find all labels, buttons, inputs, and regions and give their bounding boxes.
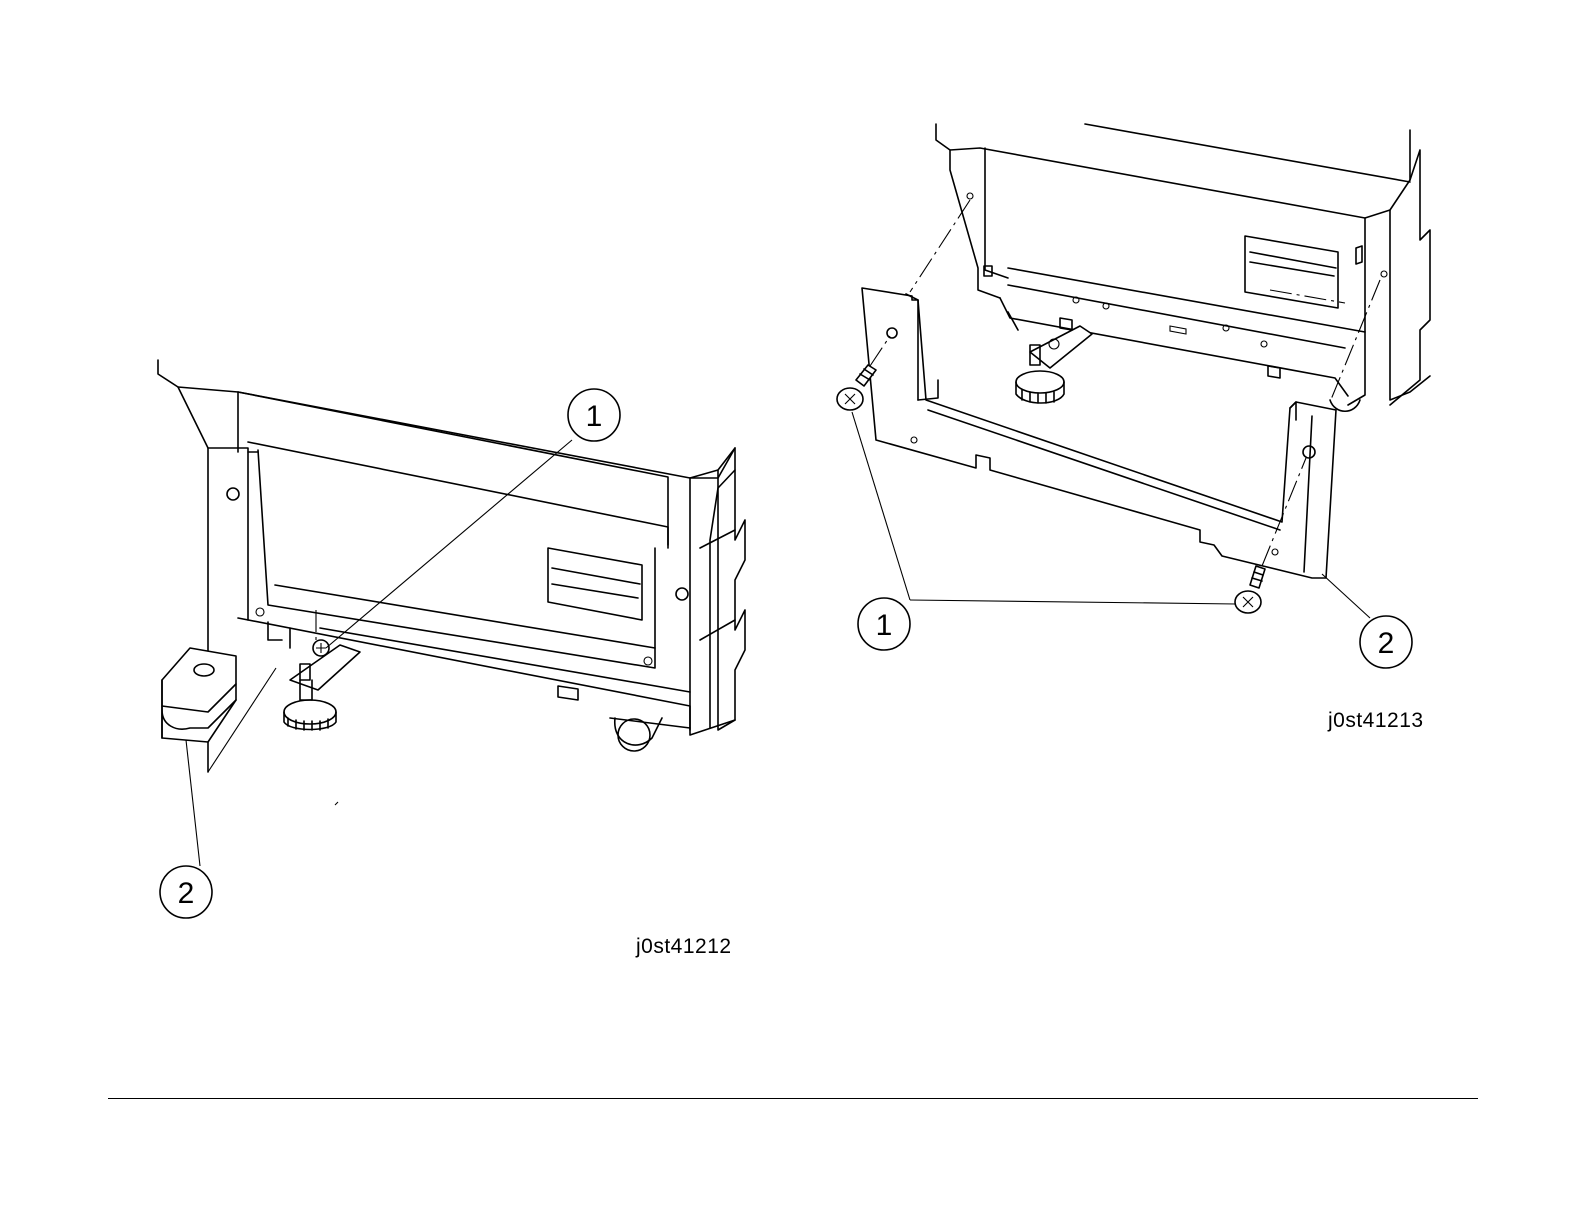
callout-1-right-label: 1 xyxy=(876,609,893,642)
right-figure: 1 2 xyxy=(837,124,1430,668)
callout-2-left: 2 xyxy=(160,866,212,918)
cabinet-right xyxy=(837,124,1430,613)
callout-2-left-label: 2 xyxy=(178,877,195,910)
screw-upper xyxy=(837,365,876,410)
callout-1-left-label: 1 xyxy=(586,400,603,433)
figure-caption-right: j0st41213 xyxy=(1328,709,1424,733)
callout-1-right: 1 xyxy=(858,598,910,650)
callout-2-right: 2 xyxy=(1360,616,1412,668)
footer-rule xyxy=(108,1098,1478,1099)
left-figure: 1 2 xyxy=(158,360,745,918)
callout-2-right-label: 2 xyxy=(1378,627,1395,660)
screw-lower xyxy=(1235,566,1265,613)
cabinet-left xyxy=(158,360,745,805)
figure-caption-left: j0st41212 xyxy=(636,935,732,959)
callout-1-left: 1 xyxy=(568,389,620,441)
